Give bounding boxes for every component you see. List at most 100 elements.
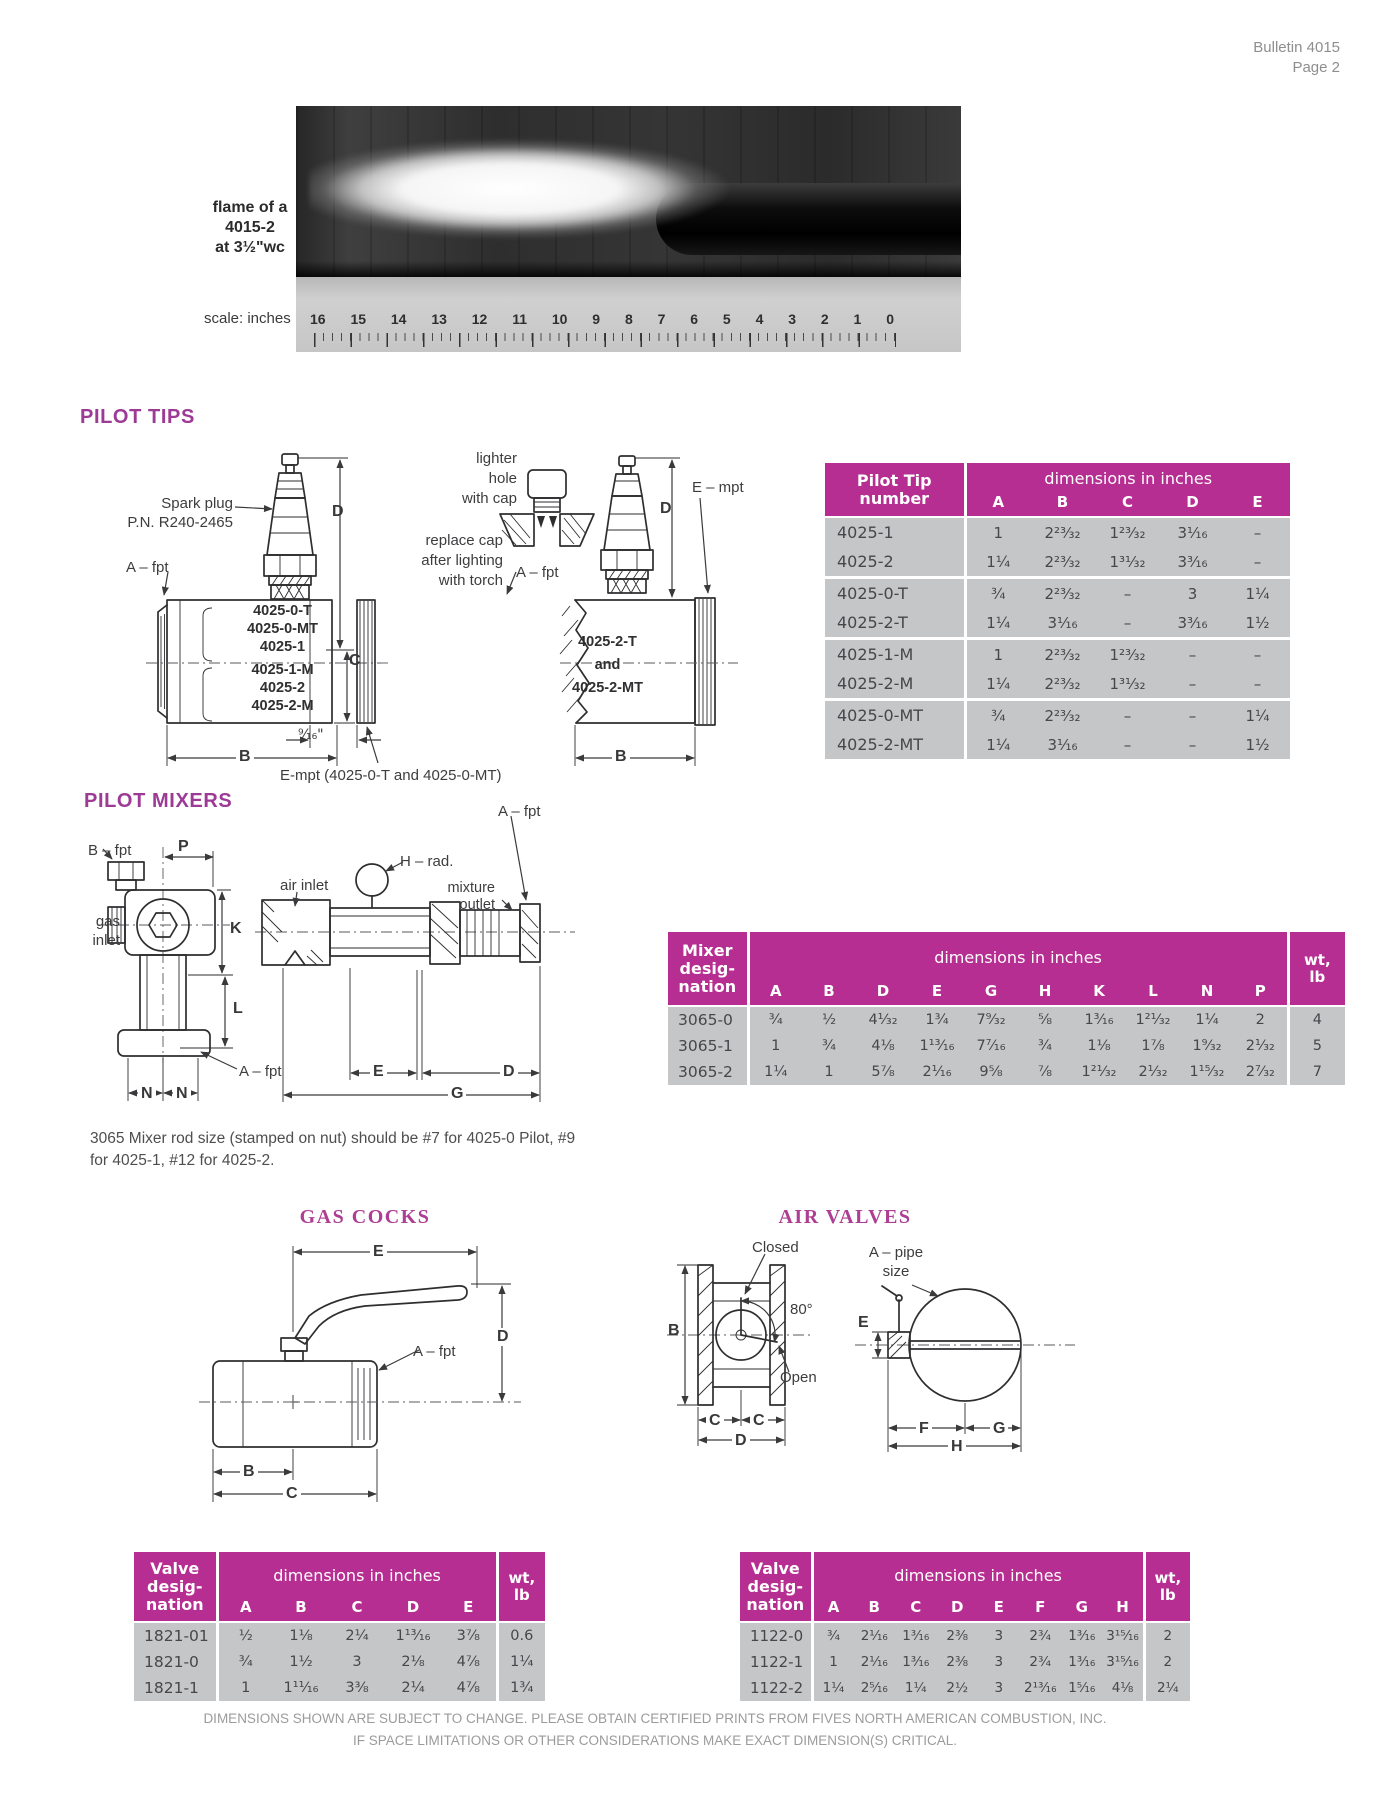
air-valve-table: Valve desig- nation dimensions in inches… [740,1552,1191,1701]
model-list-mid: 4025-2-T and 4025-2-MT [572,634,643,696]
gas-cock-table-header: Valve desig- nation dimensions in inches… [134,1552,546,1622]
table-cell: 4⅛ [1102,1675,1145,1701]
dim-g-label-av: G [990,1420,1009,1438]
table-cell: 2¼ [1142,1675,1191,1701]
column-header: N [1180,982,1234,1006]
table-cell: 1⅞ [1126,1033,1180,1059]
dim-c-label-av-2: C [750,1412,768,1430]
table-cell: 1³⁄₁₆ [1061,1649,1103,1675]
table-cell: 4025-1-M [825,637,967,669]
a-fpt-label-mixer: A – fpt [239,1063,282,1080]
table-cell: 1 [217,1675,273,1701]
pilot-tip-diagram-torch [499,455,738,766]
column-header: A [812,1598,854,1622]
ruler-number: 12 [471,311,488,327]
table-cell: 4 [1286,1005,1346,1033]
column-header: C [895,1598,937,1622]
table-cell: 1³¹⁄₃₂ [1095,669,1160,700]
ruler-ticks-big [314,333,896,347]
ruler-number: 14 [390,311,407,327]
table-cell: – [1095,698,1160,730]
table-cell: 2⁷⁄₃₂ [1234,1059,1289,1085]
table-cell: 1¾ [495,1675,546,1701]
ruler-number: 2 [820,311,829,327]
scale-label: scale: inches [204,310,291,327]
table-cell: 1³⁄₁₆ [895,1621,937,1649]
dim-e-label-gc: E [370,1243,387,1261]
column-header: D [1160,493,1225,517]
table-cell: 1¼ [1225,576,1291,608]
table-cell: ¾ [217,1649,273,1675]
table-cell: 1821-01 [134,1621,219,1649]
table-cell: 2²³⁄₃₂ [1030,698,1095,730]
column-header: E [441,1598,498,1622]
table-cell: 3¹⁵⁄₁₆ [1102,1649,1145,1675]
table-cell: 3 [978,1649,1020,1675]
column-header-weight: wt, lb [495,1552,546,1622]
table-cell: 2 [1234,1005,1289,1033]
table-cell: 1821-1 [134,1675,219,1701]
table-cell: 3 [978,1621,1020,1649]
table-cell: 1⁵⁄₁₆ [1061,1675,1103,1701]
table-cell: – [1160,730,1225,759]
column-header: G [964,982,1018,1006]
replace-cap-label: replace cap after lighting with torch [421,532,503,589]
table-cell: 3065-1 [668,1033,750,1059]
table-cell: 2¹⁄₁₆ [853,1621,895,1649]
table-cell: 4025-1 [825,516,967,547]
dim-h-label-av: H [948,1438,966,1456]
table-cell: 1¼ [965,547,1030,578]
table-cell: – [1160,669,1225,700]
angle-label: 80° [790,1301,813,1318]
table-cell: 1¼ [965,730,1030,759]
table-cell: 4025-2-M [825,669,967,700]
ruler-number: 5 [722,311,731,327]
section-heading-air-valves: AIR VALVES [778,1206,912,1228]
table-cell: 2⅜ [936,1621,978,1649]
gas-cock-table: Valve desig- nation dimensions in inches… [134,1552,546,1701]
table-cell: 1¹¹⁄₁₆ [273,1675,329,1701]
table-cell: 1¼ [495,1649,546,1675]
h-rad-label: H – rad. [400,853,454,870]
column-header: A [965,493,1030,517]
table-cell: – [1225,547,1291,578]
table-cell: – [1095,730,1160,759]
table-cell: ⅝ [1018,1005,1072,1033]
table-cell: 1¹³⁄₁₆ [910,1033,964,1059]
table-cell: 3065-0 [668,1005,750,1033]
mixer-note: 3065 Mixer rod size (stamped on nut) sho… [90,1130,576,1169]
column-header-dimensions: dimensions in inches [748,932,1289,982]
column-header: K [1072,982,1126,1006]
table-cell: 9⅝ [964,1059,1018,1085]
dim-d-label-mixer: D [500,1063,518,1081]
a-fpt-label-2: A – fpt [516,564,559,581]
table-cell: 2⁵⁄₁₆ [853,1675,895,1701]
table-cell: 1122-0 [740,1621,814,1649]
table-cell: 2½ [936,1675,978,1701]
table-cell: 2¹⁄₃₂ [1126,1059,1180,1085]
table-cell: 1¼ [965,608,1030,639]
column-header: C [1095,493,1160,517]
table-cell: 3 [978,1675,1020,1701]
table-cell: 1 [802,1059,856,1085]
table-cell: 4025-0-T [825,576,967,608]
table-cell: 1¹⁵⁄₃₂ [1180,1059,1234,1085]
table-cell: 1¼ [812,1675,854,1701]
column-header-valve-designation: Valve desig- nation [134,1552,219,1622]
column-header-weight: wt, lb [1142,1552,1191,1622]
dim-g-label: G [448,1085,467,1103]
column-header: D [385,1598,441,1622]
table-cell: ¾ [1018,1033,1072,1059]
table-cell: 2 [1142,1649,1191,1675]
table-cell: 1¼ [1180,1005,1234,1033]
column-header-dimensions: dimensions in inches [812,1552,1145,1598]
table-cell: 1⁹⁄₃₂ [1180,1033,1234,1059]
